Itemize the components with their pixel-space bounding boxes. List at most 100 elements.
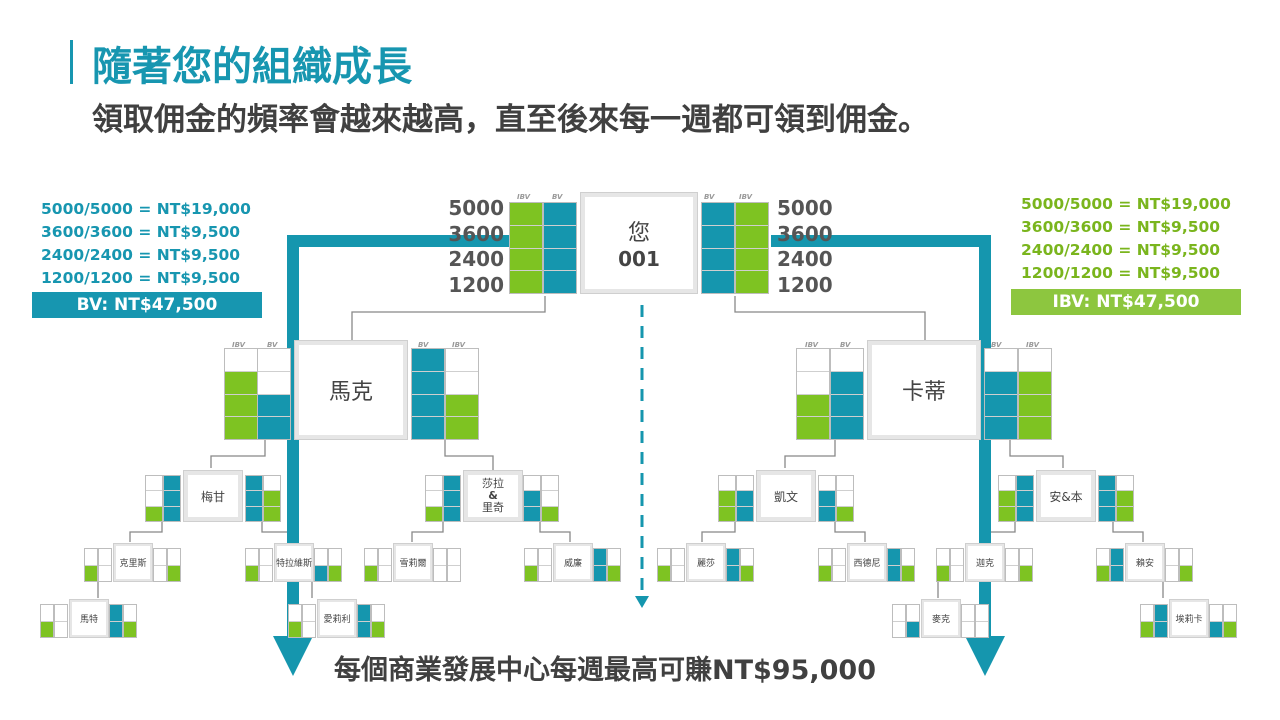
node-name: 梅甘 [200, 489, 225, 504]
level-label: 5000 [777, 196, 833, 220]
ibv-column [445, 348, 479, 440]
ibv-column [167, 548, 181, 582]
sara-ricky-card: 莎拉 & 里奇 [463, 470, 523, 522]
william-card: 威廉 [553, 543, 593, 582]
legend-left-line: 3600/3600 = NT$9,500 [41, 223, 241, 241]
ibv-column [1018, 348, 1052, 440]
bv-column [887, 548, 901, 582]
anne-ben-card: 安&本 [1036, 470, 1096, 522]
bv-column [1005, 548, 1019, 582]
ibv-column [975, 604, 989, 638]
bv-column [1016, 475, 1034, 522]
ibv-column [936, 548, 950, 582]
connector-line [1112, 522, 1144, 542]
page-subtitle: 領取佣金的頻率會越來越高，直至後來每一週都可領到佣金。 [92, 102, 929, 138]
bv-total-box: BV: NT$47,500 [32, 292, 262, 318]
bv-header: BV [267, 341, 278, 349]
ibv-column [1019, 548, 1033, 582]
bv-column [433, 548, 447, 582]
node-name: 馬特 [79, 615, 98, 625]
bv-column [245, 475, 263, 522]
ibv-column [541, 475, 559, 522]
bv-column [538, 548, 552, 582]
ibv-column [447, 548, 461, 582]
ibv-column [123, 604, 137, 638]
node-name: 麥克 [931, 615, 950, 625]
bv-column [411, 348, 445, 440]
bv-column [950, 548, 964, 582]
left-flow-arrowhead [273, 636, 313, 676]
bv-column [378, 548, 392, 582]
alice-card: 愛莉利 [317, 599, 357, 638]
node-name: 特拉維斯 [275, 559, 312, 569]
node-name: 西德尼 [853, 559, 881, 569]
node-name: 莎拉 [482, 477, 504, 490]
legend-right-line: 2400/2400 = NT$9,500 [1021, 241, 1221, 259]
mike-card: 麥克 [921, 599, 961, 638]
ibv-column [818, 548, 832, 582]
legend-right-line: 3600/3600 = NT$9,500 [1021, 218, 1221, 236]
right-flow-arrow-line [771, 235, 991, 640]
connector-line [444, 440, 494, 470]
kevin-card: 凱文 [756, 470, 816, 522]
node-name: 安&本 [1049, 489, 1083, 504]
node-name: 馬克 [328, 380, 373, 405]
bv-header: BV [840, 341, 851, 349]
level-labels-right: 5000 3600 2400 1200 [777, 196, 841, 298]
ibv-column [524, 548, 538, 582]
ibv-column [1223, 604, 1237, 638]
ibv-column [224, 348, 258, 440]
bv-column [54, 604, 68, 638]
ibv-header: IBV [452, 341, 466, 349]
ibv-column [425, 475, 443, 522]
legend-right-line: 5000/5000 = NT$19,000 [1021, 195, 1231, 213]
chris-card: 克里斯 [113, 543, 153, 582]
node-name: 克里斯 [119, 559, 147, 569]
connector-line [784, 440, 836, 468]
ibv-column [901, 548, 915, 582]
bv-column [153, 548, 167, 582]
node-name: 愛莉利 [323, 615, 351, 625]
bv-header: BV [552, 193, 563, 201]
ibv-header: IBV [232, 341, 246, 349]
ibv-column [371, 604, 385, 638]
legend-left-line: 2400/2400 = NT$9,500 [41, 246, 241, 264]
katie-card: 卡蒂 [867, 340, 981, 440]
bv-column [1098, 475, 1116, 522]
legend-right: 5000/5000 = NT$19,000 3600/3600 = NT$9,5… [1021, 193, 1231, 285]
bv-column [671, 548, 685, 582]
ibv-column [796, 348, 830, 440]
ibv-column [1140, 604, 1154, 638]
bv-header: BV [418, 341, 429, 349]
ibv-column [836, 475, 854, 522]
node-name: 賴安 [1135, 559, 1154, 569]
lisa-card: 麗莎 [686, 543, 726, 582]
ibv-header: IBV [739, 193, 753, 201]
bv-column [1110, 548, 1124, 582]
connector-line [1009, 440, 1064, 468]
ibv-column [288, 604, 302, 638]
bv-header: BV [704, 193, 715, 201]
level-label: 2400 [448, 247, 504, 271]
root-name: 您 [627, 221, 650, 246]
node-name: 卡蒂 [901, 380, 946, 405]
bv-column [357, 604, 371, 638]
ibv-column [328, 548, 342, 582]
bv-column [443, 475, 461, 522]
ibv-column [892, 604, 906, 638]
connector-line [129, 522, 163, 542]
sydney-card: 西德尼 [847, 543, 887, 582]
node-name: 威廉 [563, 559, 582, 569]
mark-card: 馬克 [294, 340, 408, 440]
connector-line [210, 440, 266, 468]
legend-left-line: 5000/5000 = NT$19,000 [41, 200, 251, 218]
ibv-column [657, 548, 671, 582]
sherry-card: 雪莉爾 [393, 543, 433, 582]
root-card: 您 001 [580, 192, 698, 294]
jack-card: 迦克 [965, 543, 1005, 582]
bv-column [1165, 548, 1179, 582]
megan-card: 梅甘 [183, 470, 243, 522]
ibv-column [1116, 475, 1134, 522]
bv-column [302, 604, 316, 638]
